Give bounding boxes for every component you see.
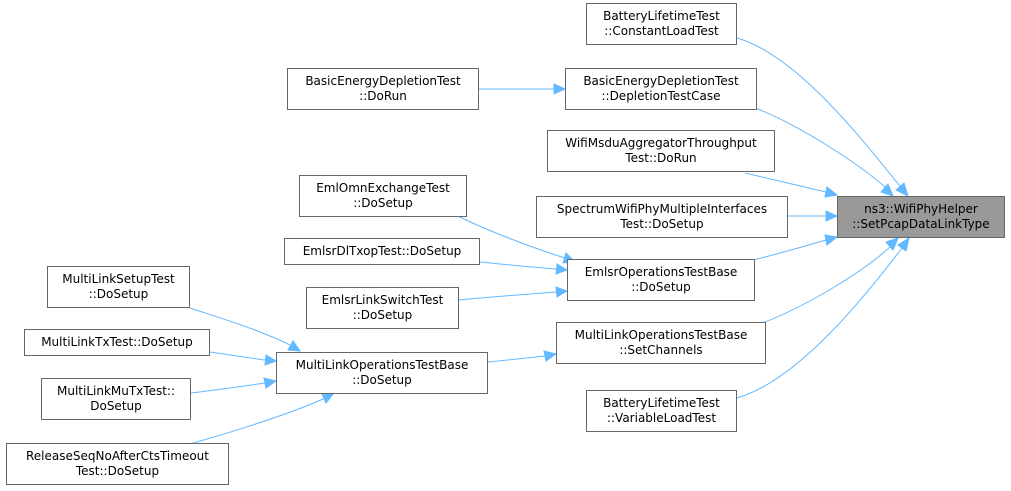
node-emlsrops[interactable]: EmlsrOperationsTestBase ::DoSetup — [567, 259, 755, 301]
edge-arrow — [543, 350, 558, 362]
node-battery-constant[interactable]: BatteryLifetimeTest ::ConstantLoadTest — [586, 3, 737, 45]
node-label-line1: MultiLinkMuTxTest:: — [56, 384, 175, 398]
node-label-line2: ::ConstantLoadTest — [604, 24, 719, 38]
node-label-line2: ::DoSetup — [631, 280, 691, 294]
node-label-line2: ::VariableLoadTest — [606, 411, 717, 425]
edge-arrow — [895, 182, 909, 197]
edge-arrow — [287, 340, 302, 352]
node-label-line1: MultiLinkOperationsTestBase — [574, 328, 748, 342]
edge-emlsrlinkswitch-to-emlsrops — [458, 291, 557, 301]
node-label-line2: ::DepletionTestCase — [601, 89, 721, 103]
node-label-line1: EmlsrDlTxopTest::DoSetup — [302, 244, 462, 258]
node-label-line1: MultiLinkTxTest::DoSetup — [41, 335, 193, 349]
node-label-line2: DoSetup — [90, 399, 142, 413]
node-label-line2: ::SetChannels — [619, 343, 703, 357]
edge-arrow — [880, 183, 894, 197]
edge-arrow — [824, 234, 839, 246]
edge-releaseseq-to-multilinkops — [189, 397, 326, 445]
edge-arrow — [885, 237, 899, 251]
node-basic-dorun[interactable]: BasicEnergyDepletionTest ::DoRun — [287, 68, 479, 110]
node-battery-variable[interactable]: BatteryLifetimeTest ::VariableLoadTest — [586, 390, 737, 432]
node-label-line2: ::DoSetup — [352, 373, 412, 387]
node-label-line1: EmlsrOperationsTestBase — [584, 265, 738, 279]
node-releaseseq[interactable]: ReleaseSeqNoAfterCtsTimeout Test::DoSetu… — [6, 443, 229, 485]
edge-arrow — [825, 210, 839, 222]
edge-emlsrops-to-focus — [744, 239, 827, 263]
node-label-line1: MultiLinkSetupTest — [62, 272, 175, 286]
node-wifimsdu[interactable]: WifiMsduAggregatorThroughput Test::DoRun — [547, 130, 775, 172]
node-label-line1: BasicEnergyDepletionTest — [305, 74, 461, 88]
node-label-line2: ::DoSetup — [352, 308, 413, 322]
node-basic-depletion[interactable]: BasicEnergyDepletionTest ::DepletionTest… — [565, 68, 757, 110]
node-emlomn[interactable]: EmlOmnExchangeTest ::DoSetup — [299, 175, 467, 217]
node-label-line1: BasicEnergyDepletionTest — [583, 74, 739, 88]
node-label-line2: Test::DoSetup — [75, 464, 160, 478]
edge-arrow — [897, 236, 910, 252]
edge-multilinktx-to-multilinkops — [209, 351, 266, 361]
node-emlsrlinkswitch[interactable]: EmlsrLinkSwitchTest ::DoSetup — [306, 287, 459, 329]
edge-multilinkops-dosetup-to-setch — [487, 355, 546, 363]
node-label-line2: ::DoSetup — [88, 287, 149, 301]
edge-arrow — [321, 392, 336, 404]
edge-arrow — [553, 83, 567, 95]
node-spectrum[interactable]: SpectrumWifiPhyMultipleInterfaces Test::… — [536, 196, 788, 238]
node-multilinktx[interactable]: MultiLinkTxTest::DoSetup — [24, 329, 210, 356]
node-multilinksetup[interactable]: MultiLinkSetupTest ::DoSetup — [47, 266, 190, 308]
node-label-line1: EmlsrLinkSwitchTest — [321, 293, 444, 307]
edge-arrow — [555, 286, 569, 298]
node-label-line1: SpectrumWifiPhyMultipleInterfaces — [556, 202, 768, 216]
node-focus-line2: ::SetPcapDataLinkType — [852, 217, 990, 231]
edge-wifimsdu-to-focus — [744, 172, 827, 193]
node-label-line2: ::DoSetup — [353, 196, 413, 210]
edge-emlsrdltxop-to-emlsrops — [479, 261, 557, 270]
node-label-line1: EmlOmnExchangeTest — [316, 181, 450, 195]
node-emlsrdltxop[interactable]: EmlsrDlTxopTest::DoSetup — [284, 238, 480, 265]
node-label-line1: ReleaseSeqNoAfterCtsTimeout — [26, 449, 209, 463]
node-label-line1: WifiMsduAggregatorThroughput — [565, 136, 757, 150]
edge-battery-variable-to-focus — [736, 247, 903, 399]
node-focus: ns3::WifiPhyHelper ::SetPcapDataLinkType — [837, 196, 1005, 238]
edge-arrow — [824, 186, 839, 198]
edge-basic-depletion-to-focus — [754, 107, 886, 188]
edge-multilinkmutx-to-multilinkops — [190, 382, 266, 394]
node-label-line1: BatteryLifetimeTest — [603, 396, 720, 410]
node-multilinkops-setch[interactable]: MultiLinkOperationsTestBase ::SetChannel… — [556, 322, 766, 364]
edge-arrow — [263, 377, 278, 389]
edge-battery-constant-to-focus — [736, 37, 901, 187]
edge-arrow — [555, 263, 569, 275]
node-multilinkmutx[interactable]: MultiLinkMuTxTest:: DoSetup — [41, 378, 191, 420]
node-multilinkops-dosetup[interactable]: MultiLinkOperationsTestBase ::DoSetup — [276, 352, 488, 394]
node-label-line1: BatteryLifetimeTest — [603, 9, 720, 23]
node-label-line2: Test::DoSetup — [620, 217, 704, 231]
node-label-line2: ::DoRun — [359, 89, 407, 103]
edge-multilinkops-setch-to-focus — [759, 246, 891, 325]
node-label-line2: Test::DoRun — [625, 151, 697, 165]
edge-emlomn-to-emlsrops — [449, 211, 566, 259]
edge-arrow — [264, 354, 278, 366]
node-label-line1: MultiLinkOperationsTestBase — [295, 358, 469, 372]
node-focus-line1: ns3::WifiPhyHelper — [864, 202, 978, 216]
edge-multilinksetup-to-multilinkops — [189, 307, 291, 346]
